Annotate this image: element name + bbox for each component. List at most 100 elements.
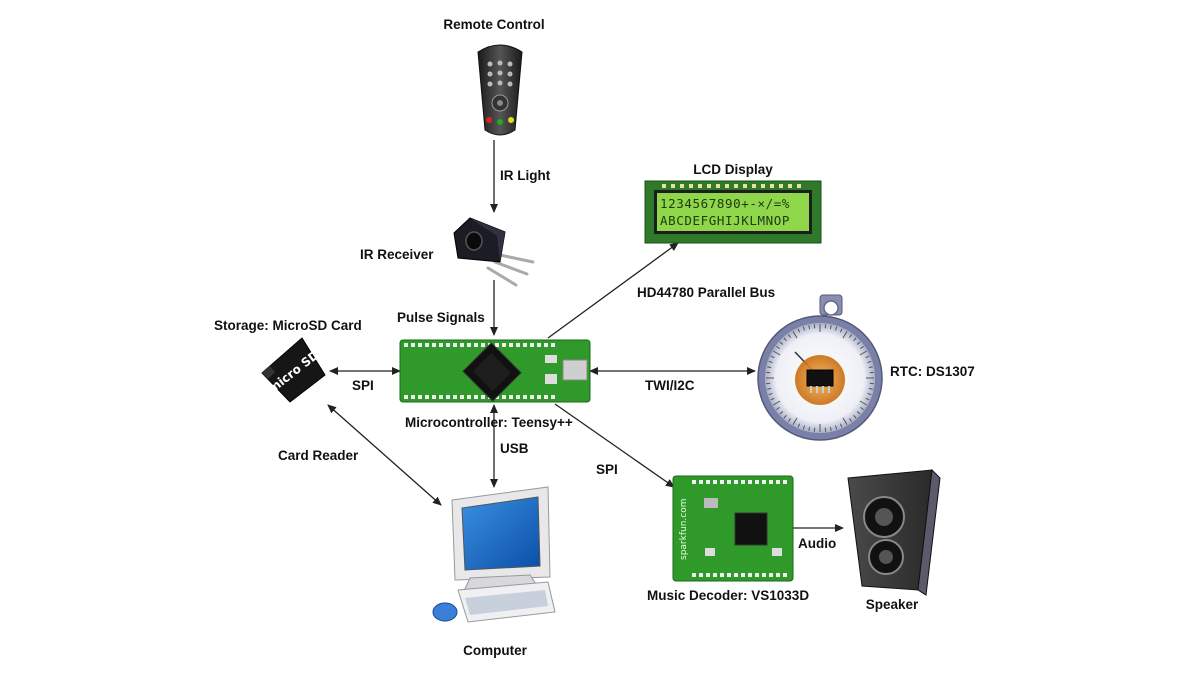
spi-right-label: SPI	[596, 462, 618, 477]
clock-tick	[776, 406, 780, 411]
clock-tick	[770, 397, 775, 401]
clock-tick	[868, 387, 873, 390]
pin-pad	[707, 184, 711, 188]
pin-pad	[523, 343, 527, 347]
clock-tick	[834, 425, 838, 430]
pin-pad	[713, 480, 717, 484]
pin-pad	[662, 184, 666, 188]
pin-pad	[716, 184, 720, 188]
decoder-brand: sparkfun.com	[679, 499, 689, 561]
pin-pad	[432, 395, 436, 399]
clock-tick	[779, 411, 784, 415]
pin-pad	[734, 184, 738, 188]
pin-pad	[692, 573, 696, 577]
clock-tick	[767, 366, 772, 369]
pin-pad	[770, 184, 774, 188]
pin-pad	[762, 573, 766, 577]
clock-tick	[867, 392, 872, 396]
pin-pad	[720, 480, 724, 484]
pin-pad	[713, 573, 717, 577]
rtc-label: RTC: DS1307	[890, 364, 975, 379]
clock-tick	[860, 406, 864, 411]
clock-tick	[797, 423, 801, 428]
clock-tick	[865, 397, 870, 401]
speaker-icon	[847, 468, 941, 596]
computer-label: Computer	[463, 643, 527, 658]
lcd-display-icon: 1234567890+-×/=% ABCDEFGHIJKLMNOP	[644, 180, 822, 244]
clock-tick	[859, 400, 868, 406]
pin-pad	[502, 343, 506, 347]
pin-pad	[495, 343, 499, 347]
clock-tick	[808, 426, 811, 431]
pin-pad	[439, 343, 443, 347]
clock-tick	[772, 350, 781, 356]
clock-tick	[779, 341, 784, 345]
clock-tick	[768, 360, 773, 364]
card-reader-label: Card Reader	[278, 448, 359, 463]
remote-control-icon	[477, 44, 523, 136]
pin-pad	[783, 480, 787, 484]
clock-tick	[792, 330, 798, 339]
pin-pad	[481, 395, 485, 399]
clock-tick	[867, 360, 872, 364]
pin-pad	[680, 184, 684, 188]
remote-control-label: Remote Control	[443, 17, 545, 32]
music-decoder-label: Music Decoder: VS1033D	[647, 588, 810, 603]
clock-tick	[783, 414, 787, 419]
pin-pad	[411, 343, 415, 347]
clock-tick	[829, 426, 832, 431]
pin-pad	[460, 395, 464, 399]
pin-pad	[727, 480, 731, 484]
lcd-line-1: 1234567890+-×/=%	[660, 196, 790, 211]
lcd-display-label: LCD Display	[693, 162, 773, 177]
pin-pad	[481, 343, 485, 347]
pin-pad	[698, 184, 702, 188]
pin-pad	[516, 395, 520, 399]
clock-tick	[842, 330, 848, 339]
pin-pad	[748, 480, 752, 484]
pin-pad	[551, 395, 555, 399]
clock-tick	[767, 387, 772, 390]
pin-pad	[446, 395, 450, 399]
clock-tick	[839, 328, 843, 333]
pin-pad	[748, 573, 752, 577]
clock-tick	[865, 355, 870, 359]
speaker-label: Speaker	[865, 597, 919, 612]
pin-pad	[418, 395, 422, 399]
pin-pad	[418, 343, 422, 347]
clock-tick	[797, 328, 801, 333]
ir-receiver-label: IR Receiver	[360, 247, 434, 262]
pin-pad	[755, 480, 759, 484]
pin-pad	[706, 480, 710, 484]
pin-pad	[404, 343, 408, 347]
arrow-microsd-computer	[327, 404, 442, 506]
clock-tick	[839, 423, 843, 428]
pin-pad	[411, 395, 415, 399]
pin-pad	[779, 184, 783, 188]
usb-label: USB	[500, 441, 529, 456]
lcd-line-2: ABCDEFGHIJKLMNOP	[660, 213, 790, 228]
pin-pad	[460, 343, 464, 347]
pin-pad	[537, 395, 541, 399]
spi-left-label: SPI	[352, 378, 374, 393]
pin-pad	[474, 395, 478, 399]
clock-tick	[770, 355, 775, 359]
pin-pad	[509, 343, 513, 347]
rtc-stopwatch-icon	[757, 294, 883, 441]
arrow-mcu-to-decoder	[554, 403, 675, 488]
clock-tick	[853, 414, 857, 419]
clock-tick	[853, 337, 857, 342]
pin-pad	[727, 573, 731, 577]
pin-pad	[467, 395, 471, 399]
pin-pad	[530, 395, 534, 399]
pin-pad	[432, 343, 436, 347]
pin-pad	[439, 395, 443, 399]
teensy-board-icon	[399, 339, 591, 403]
pin-pad	[523, 395, 527, 399]
pin-pad	[762, 480, 766, 484]
microcontroller-label: Microcontroller: Teensy++	[405, 415, 573, 430]
pin-pad	[425, 395, 429, 399]
clock-tick	[802, 425, 806, 430]
clock-tick	[834, 326, 838, 331]
